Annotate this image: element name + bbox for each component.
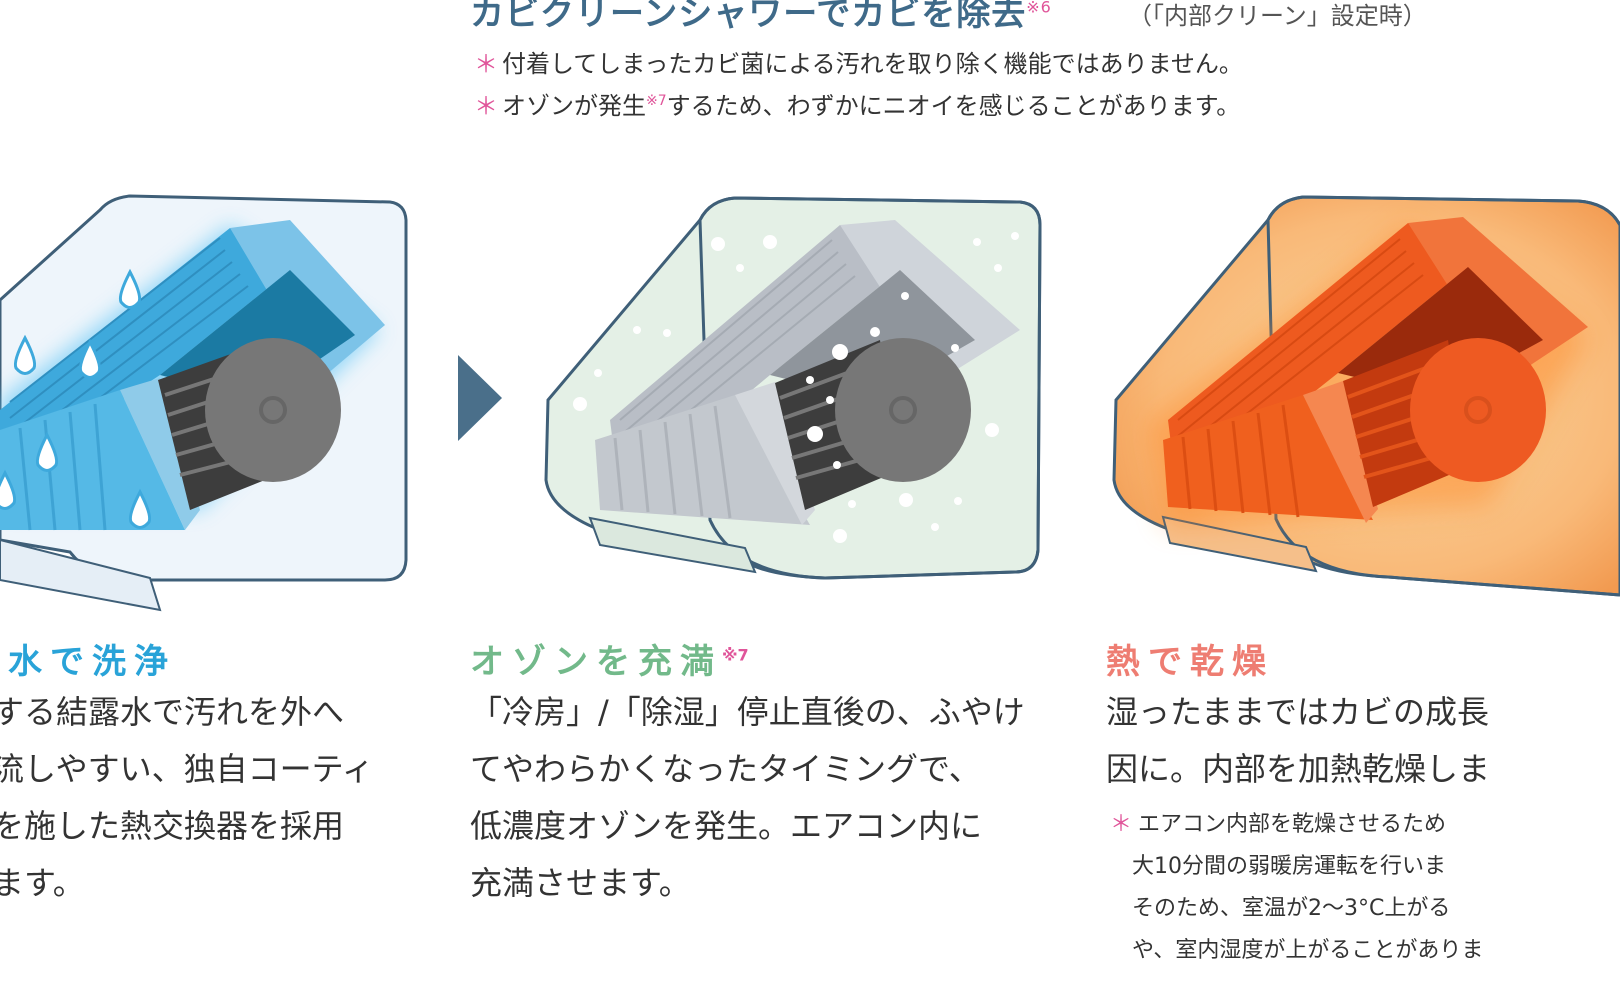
- step-3-notes: ＊エアコン内部を乾燥させるため 大10分間の弱暖房運転を行いま そのため、室温が…: [1110, 804, 1483, 972]
- ozone-illustration: [544, 196, 1042, 580]
- step-3-note-text: エアコン内部を乾燥させるため: [1138, 812, 1447, 837]
- step-2-title-ref: ※7: [722, 645, 749, 665]
- step-3-body-line: 因に。内部を加熱乾燥しま: [1106, 750, 1491, 788]
- fan-icon: [205, 338, 341, 482]
- step-3-title: 熱で乾燥: [1106, 634, 1274, 683]
- step-3-note-line: ＊エアコン内部を乾燥させるため: [1110, 804, 1483, 846]
- water-drop-icon: [0, 268, 152, 529]
- step-2-body-line: てやわらかくなったタイミングで、: [470, 750, 981, 788]
- note-asterisk: ＊: [474, 50, 498, 78]
- disclaimer-note-2: ＊オゾンが発生※7するため、わずかにニオイを感じることがあります。: [474, 86, 1240, 121]
- step-2-title-text: オゾンを充満: [470, 642, 722, 682]
- step-3-note-line: そのため、室温が2〜3°C上がる: [1132, 896, 1451, 921]
- note-text: 付着してしまったカビ菌による汚れを取り除く機能ではありません。: [502, 50, 1243, 78]
- step-2-body-line: 「冷房」/「除湿」停止直後の、ふやけ: [470, 693, 1025, 731]
- step-1-title-text: 水で洗浄: [8, 642, 176, 682]
- step-3-body: 湿ったままではカビの成長 因に。内部を加熱乾燥しま: [1106, 684, 1490, 798]
- fan-icon: [1410, 338, 1546, 482]
- step-3-title-text: 熱で乾燥: [1106, 642, 1274, 682]
- step-2-body: 「冷房」/「除湿」停止直後の、ふやけ てやわらかくなったタイミングで、 低濃度オ…: [470, 684, 1025, 912]
- fan-icon: [835, 338, 971, 482]
- arrow-right-icon: [458, 355, 502, 441]
- step-3-note-line: 大10分間の弱暖房運転を行いま: [1132, 854, 1446, 879]
- disclaimer-note-1: ＊付着してしまったカビ菌による汚れを取り除く機能ではありません。: [474, 44, 1243, 79]
- note-ref: ※7: [646, 93, 667, 109]
- heat-dry-illustration: [1112, 195, 1620, 597]
- step-2-title: オゾンを充満※7: [470, 634, 749, 683]
- step-1-body-line: を施した熱交換器を採用: [0, 807, 345, 845]
- step-2-body-line: 低濃度オゾンを発生。エアコン内に: [470, 807, 983, 845]
- step-2-body-line: 充満させます。: [470, 864, 691, 902]
- step-1-body-line: する結露水で汚れを外へ: [0, 693, 345, 731]
- section-title-text: カビクリーンシャワーでカビを除去: [470, 0, 1027, 34]
- ozone-dot-icon: [573, 232, 1019, 543]
- step-1-body-line: 流しやすい、独自コーティ: [0, 750, 374, 788]
- note-asterisk: ＊: [474, 92, 498, 120]
- note-text-after: するため、わずかにニオイを感じることがあります。: [666, 92, 1241, 120]
- water-wash-illustration: [0, 194, 408, 612]
- note-asterisk: ＊: [1110, 812, 1133, 837]
- section-title-ref: ※6: [1026, 0, 1052, 17]
- step-3-body-line: 湿ったままではカビの成長: [1106, 693, 1490, 731]
- step-1-body: する結露水で汚れを外へ 流しやすい、独自コーティ を施した熱交換器を採用 ます。: [0, 684, 374, 912]
- section-title: カビクリーンシャワーでカビを除去※6: [470, 0, 1052, 35]
- mode-label: （「内部クリーン」設定時）: [1128, 2, 1427, 30]
- step-3-note-line: や、室内湿度が上がることがありま: [1132, 938, 1484, 963]
- note-text: オゾンが発生: [502, 92, 646, 120]
- step-1-body-line: ます。: [0, 864, 85, 902]
- step-1-title: 水で洗浄: [8, 634, 176, 683]
